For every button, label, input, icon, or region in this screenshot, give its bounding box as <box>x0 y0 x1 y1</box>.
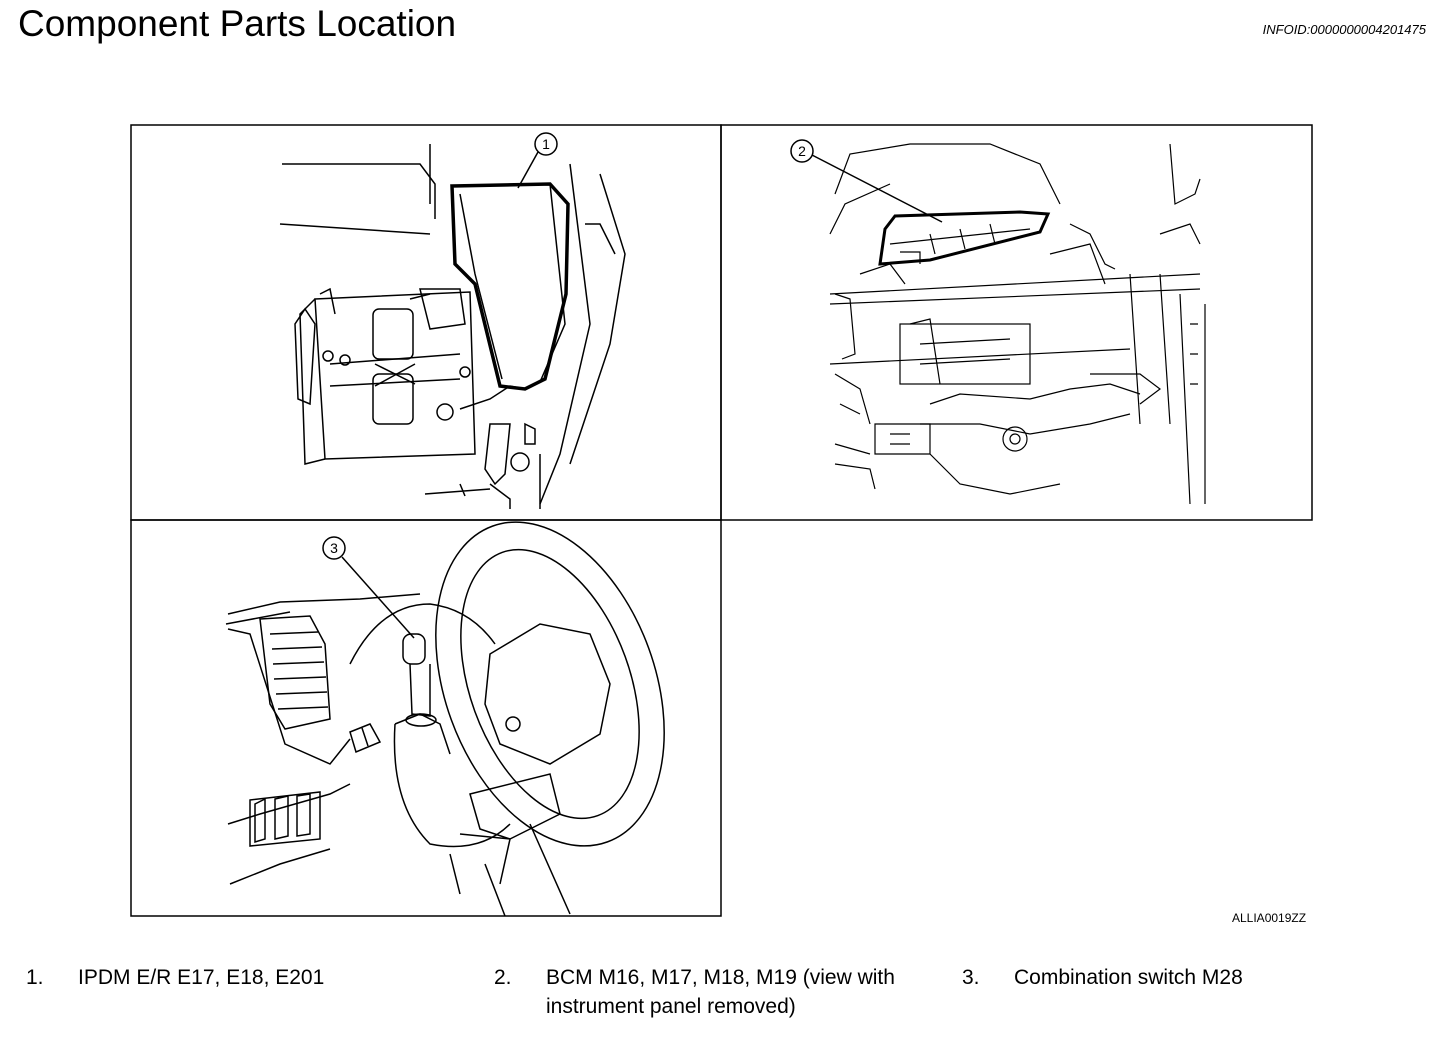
bcm-illustration <box>829 143 1206 505</box>
svg-text:3: 3 <box>330 540 338 556</box>
figure-frame: 1 <box>130 124 1313 917</box>
legend-number: 2. <box>494 966 512 989</box>
ipdm-illustration <box>279 144 626 509</box>
legend-text: Combination switch M28 <box>1014 966 1243 989</box>
legend-text: IPDM E/R E17, E18, E201 <box>78 966 325 989</box>
callout-1: 1 <box>517 132 558 189</box>
combination-switch-illustration <box>225 521 665 917</box>
callout-3: 3 <box>322 536 415 639</box>
legend-number: 3. <box>962 966 980 989</box>
svg-text:2: 2 <box>798 143 806 159</box>
legend-number: 1. <box>26 966 44 989</box>
callout-2: 2 <box>790 139 943 223</box>
component-location-figure: 1 <box>130 124 1314 918</box>
page-title: Component Parts Location <box>18 3 457 44</box>
info-id: INFOID:0000000004201475 <box>1262 22 1426 37</box>
figure-code: ALLIA0019ZZ <box>1232 911 1307 925</box>
legend-text: BCM M16, M17, M18, M19 (view with instru… <box>546 966 895 1018</box>
svg-text:1: 1 <box>542 136 550 152</box>
